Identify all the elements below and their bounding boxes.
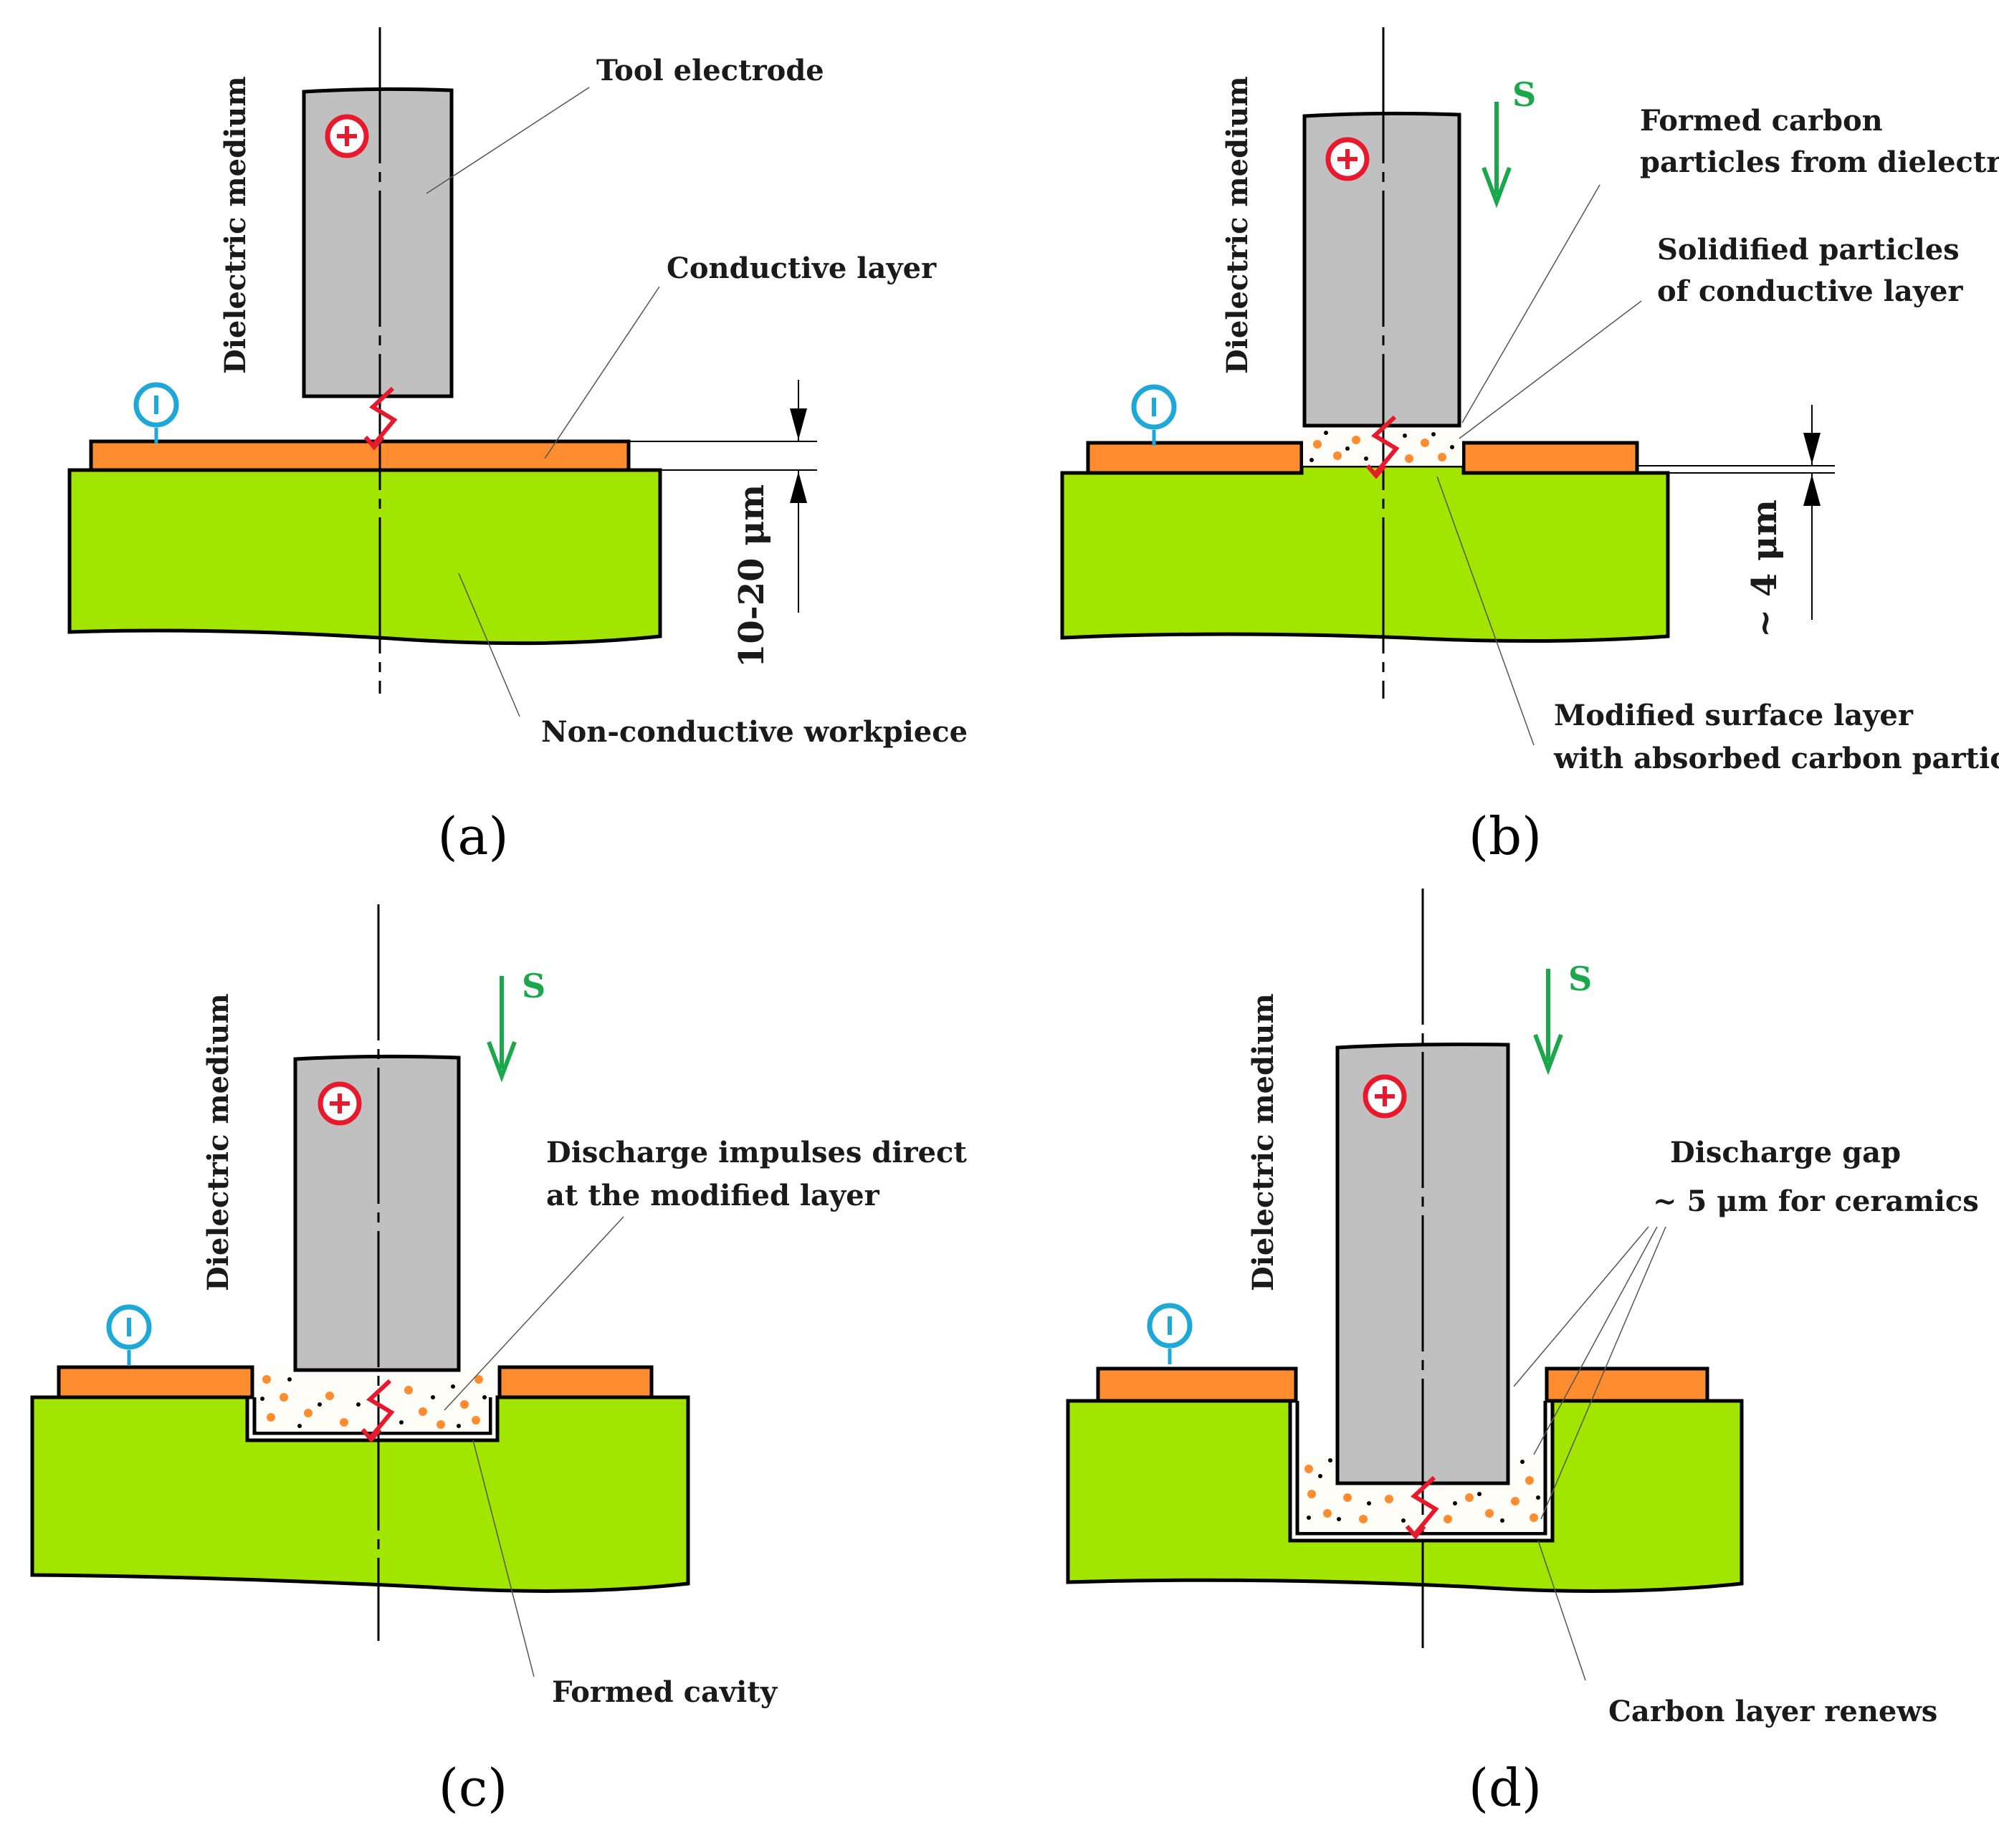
panel-c: S Dielectric medium Discharge impulses d… bbox=[30, 904, 967, 1818]
feed-arrow-icon bbox=[1484, 102, 1509, 202]
tool-electrode-label: Tool electrode bbox=[596, 54, 824, 87]
caption-d: (d) bbox=[1469, 1758, 1542, 1818]
particles-c bbox=[260, 1375, 487, 1429]
formed-cavity-label: Formed cavity bbox=[552, 1675, 778, 1709]
particles-b bbox=[1309, 431, 1454, 463]
feed-label-b: S bbox=[1512, 75, 1536, 114]
negative-terminal-icon bbox=[1150, 1306, 1190, 1364]
feed-arrow-icon bbox=[1535, 969, 1561, 1069]
thickness-label-b: ~ 4 μm bbox=[1745, 499, 1785, 638]
negative-terminal-icon bbox=[109, 1307, 149, 1366]
caption-b: (b) bbox=[1469, 806, 1542, 866]
caption-a: (a) bbox=[437, 806, 508, 866]
negative-terminal-icon bbox=[1134, 387, 1174, 446]
positive-terminal-icon bbox=[320, 1084, 359, 1123]
carbon-layer-renews-label: Carbon layer renews bbox=[1608, 1695, 1937, 1728]
tool-electrode-c bbox=[293, 1054, 461, 1372]
conductive-layer-b-right bbox=[1461, 441, 1639, 475]
panel-b: S Dielectric medium Formed carbon partic… bbox=[1060, 27, 1999, 866]
positive-terminal-icon bbox=[1328, 140, 1367, 178]
conductive-layer-d-right bbox=[1545, 1366, 1709, 1403]
particles-d bbox=[1304, 1458, 1540, 1523]
discharge-gap-label-2: ~ 5 μm for ceramics bbox=[1653, 1184, 1979, 1218]
modified-layer-label-1: Modified surface layer bbox=[1554, 699, 1914, 732]
positive-terminal-icon bbox=[1365, 1077, 1404, 1116]
thickness-label-a: 10-20 μm bbox=[732, 484, 772, 668]
negative-terminal-icon bbox=[136, 385, 176, 444]
conductive-layer-b-left bbox=[1086, 441, 1304, 475]
non-conductive-workpiece-label: Non-conductive workpiece bbox=[541, 715, 968, 749]
positive-terminal-icon bbox=[328, 117, 366, 155]
workpiece-b bbox=[1060, 464, 1670, 643]
solidified-particles-label-2: of conductive layer bbox=[1657, 274, 1963, 308]
carbon-particles-label-2: particles from dielectric bbox=[1640, 145, 1999, 179]
discharge-impulses-label-1: Discharge impulses direct bbox=[546, 1136, 967, 1169]
dielectric-medium-label-a: Dielectric medium bbox=[219, 76, 252, 374]
tool-electrode-b bbox=[1302, 111, 1461, 428]
conductive-layer-d-left bbox=[1096, 1366, 1298, 1403]
panel-d: S Dielectric medium Discharge gap ~ 5 μm… bbox=[1066, 889, 1979, 1818]
discharge-gap-label-1: Discharge gap bbox=[1670, 1136, 1901, 1169]
conductive-layer-a bbox=[89, 439, 631, 472]
workpiece-a bbox=[67, 468, 662, 646]
modified-layer-label-2: with absorbed carbon particles bbox=[1553, 742, 1999, 775]
dielectric-medium-label-d: Dielectric medium bbox=[1246, 993, 1280, 1291]
workpiece-d bbox=[1066, 1399, 1744, 1593]
feed-label-c: S bbox=[522, 967, 545, 1005]
feed-label-d: S bbox=[1568, 959, 1592, 998]
workpiece-c bbox=[30, 1395, 690, 1593]
discharge-impulses-label-2: at the modified layer bbox=[546, 1179, 880, 1212]
feed-arrow-icon bbox=[489, 976, 515, 1076]
conductive-layer-label: Conductive layer bbox=[667, 252, 937, 285]
tool-electrode-a bbox=[302, 87, 454, 398]
caption-c: (c) bbox=[439, 1758, 508, 1818]
dielectric-medium-label-b: Dielectric medium bbox=[1221, 76, 1254, 374]
panel-a: Dielectric medium Tool electrode Conduct… bbox=[67, 27, 968, 866]
carbon-particles-label-1: Formed carbon bbox=[1640, 104, 1883, 138]
solidified-particles-label-1: Solidified particles bbox=[1657, 233, 1960, 267]
conductive-layer-c-right bbox=[497, 1365, 654, 1399]
conductive-layer-c-left bbox=[57, 1365, 254, 1399]
dielectric-medium-label-c: Dielectric medium bbox=[201, 993, 235, 1291]
